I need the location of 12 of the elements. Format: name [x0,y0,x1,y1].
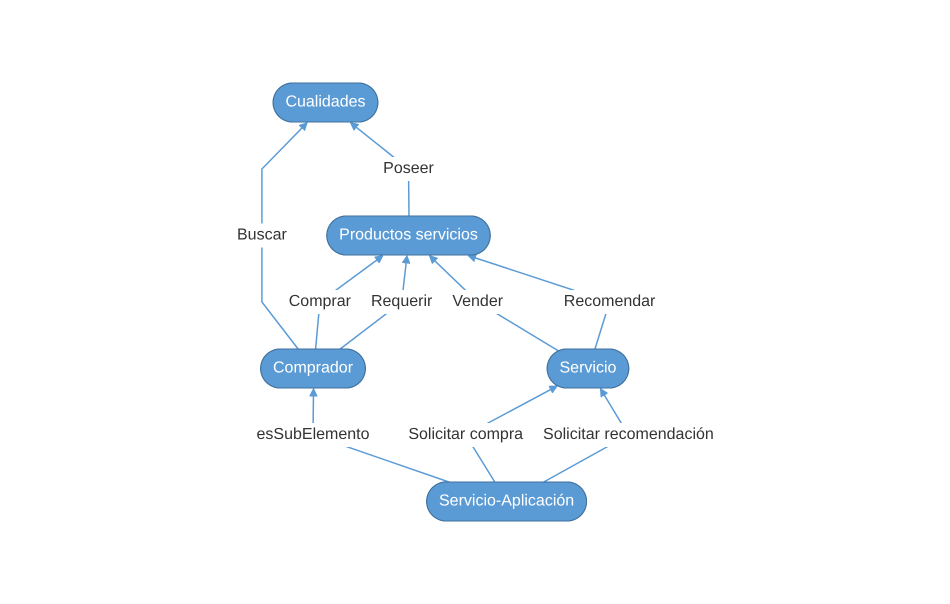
edge-label: Solicitar recomendación [542,426,714,443]
edge-label: Poseer [382,160,434,178]
edge-label: Vender [452,293,503,310]
arrow [260,122,308,350]
edge-label: Recomendar [563,293,655,310]
arrow [428,255,560,352]
edge-label: Requerir [370,293,432,310]
edge-label: Comprar [288,293,351,310]
edge-label: Solicitar compra [408,426,523,443]
edge-label: Buscar [236,226,286,244]
diagram: Cualidades Poseer Buscar Productos servicios Comprar Requerir Vender Recomendar Comprador Servicio esSubElemento Solicitar compra Solicitar recomendación Servicio-Aplicación [228,0,722,604]
edge-label: esSubElemento [256,426,370,443]
